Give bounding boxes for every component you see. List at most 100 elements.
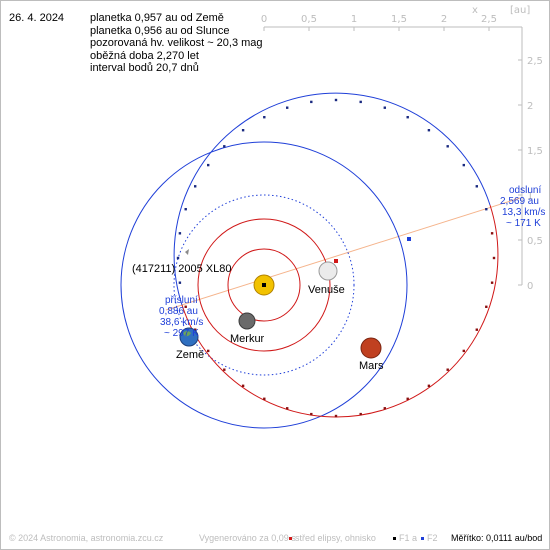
orbit-point bbox=[241, 384, 245, 387]
orbit-point bbox=[485, 208, 488, 211]
aphelion-title: odsluní bbox=[509, 185, 541, 196]
sun-focus-marker bbox=[262, 283, 266, 287]
mars: Mars bbox=[359, 337, 384, 372]
apsis-line bbox=[165, 197, 521, 311]
orbit-point bbox=[310, 100, 313, 104]
orbit-point bbox=[184, 305, 187, 308]
y-tick-label: 2 bbox=[527, 101, 533, 112]
orbit-point bbox=[359, 100, 362, 104]
earth-land bbox=[183, 331, 191, 337]
perihelion-distance: 0,886 au bbox=[159, 306, 198, 317]
x-tick-label: 0 bbox=[261, 14, 267, 25]
footer-legend-f2: F2 bbox=[421, 533, 438, 543]
info-orbital-period: oběžná doba 2,270 let bbox=[90, 49, 199, 62]
orbit-point bbox=[406, 397, 409, 400]
info-magnitude: pozorovaná hv. velikost ~ 20,3 mag bbox=[90, 37, 263, 49]
mercury-disc bbox=[238, 312, 256, 330]
mars-orbit bbox=[120, 141, 408, 429]
y-axis-ticks: 2,521,510,50 bbox=[518, 56, 543, 292]
orbit-point bbox=[427, 384, 431, 387]
mars-label: Mars bbox=[359, 360, 384, 372]
orbit-point bbox=[359, 412, 362, 416]
y-tick-label: 1,5 bbox=[527, 146, 543, 157]
info-panel: planetka 0,957 au od Země planetka 0,956… bbox=[90, 12, 263, 75]
orbit-point bbox=[176, 256, 180, 260]
orbit-point bbox=[184, 208, 187, 211]
orbit-point bbox=[207, 163, 210, 167]
mercury: Merkur bbox=[230, 312, 265, 345]
perihelion-title: přísluní bbox=[165, 295, 198, 306]
info-point-interval: interval bodů 20,7 dnů bbox=[90, 62, 199, 74]
orbit-point bbox=[492, 256, 496, 260]
asteroid-label: (417211) 2005 XL80 bbox=[132, 263, 232, 275]
x-tick-label: 2,5 bbox=[481, 14, 497, 25]
aphelion-speed: 13,3 km/s bbox=[502, 207, 545, 218]
sun bbox=[253, 274, 275, 296]
orbit-point bbox=[223, 368, 226, 371]
earth-orbit bbox=[173, 194, 355, 376]
perihelion-annotation: přísluní 0,886 au 38,6 km/s ~ 297 K bbox=[159, 295, 203, 339]
footer-scale: Měřítko: 0,0111 au/bod bbox=[451, 533, 543, 543]
venus-disc bbox=[318, 261, 338, 281]
orbit-point bbox=[446, 368, 449, 371]
orbit-point bbox=[475, 185, 478, 188]
legend-f1-swatch bbox=[393, 537, 396, 541]
perihelion-temperature: ~ 297 K bbox=[164, 328, 199, 339]
footer-legend-f1: F1 a bbox=[393, 533, 417, 543]
orbit-point bbox=[427, 129, 431, 132]
orbit-point bbox=[223, 145, 226, 148]
orbit-point bbox=[475, 328, 478, 331]
y-tick-label: 2,5 bbox=[527, 56, 543, 67]
orbit-point bbox=[310, 412, 313, 416]
aphelion-distance: 2,569 au bbox=[500, 196, 539, 207]
venus-label: Venuše bbox=[308, 284, 345, 296]
orbit-point bbox=[334, 98, 338, 102]
ellipse-center-marker bbox=[334, 259, 338, 263]
orbit-point bbox=[207, 349, 210, 353]
orbit-point bbox=[286, 106, 289, 109]
orbit-point bbox=[490, 232, 494, 235]
asteroid-marker bbox=[185, 249, 189, 255]
orbit-point bbox=[383, 106, 386, 109]
orbit-point bbox=[263, 116, 266, 119]
aphelion-temperature: ~ 171 K bbox=[506, 218, 541, 229]
aphelion-annotation: odsluní 2,569 au 13,3 km/s ~ 171 K bbox=[500, 185, 545, 229]
orbit-point bbox=[406, 116, 409, 119]
x-axis-label: x bbox=[472, 5, 478, 16]
orbit-point bbox=[490, 281, 494, 284]
earth-label: Země bbox=[176, 349, 204, 361]
orbit-point bbox=[485, 305, 488, 308]
mars-disc bbox=[360, 337, 382, 359]
mercury-label: Merkur bbox=[230, 333, 265, 345]
orbit-point bbox=[178, 281, 182, 284]
info-earth-distance: planetka 0,957 au od Země bbox=[90, 12, 224, 24]
footer-copyright: © 2024 Astronomia, astronomia.zcu.cz bbox=[9, 533, 164, 543]
orbit-point bbox=[286, 407, 289, 410]
legend-f2-swatch bbox=[421, 537, 424, 541]
asteroid-orbit-below bbox=[181, 204, 499, 418]
orbit-point bbox=[241, 129, 245, 132]
y-tick-label: 0,5 bbox=[527, 236, 543, 247]
venus: Venuše bbox=[308, 261, 345, 296]
footer-legend-center: střed elipsy, ohnisko bbox=[289, 533, 376, 543]
footer-generated: Vygenerováno za 0,09 s bbox=[199, 533, 296, 543]
mercury-orbit bbox=[227, 248, 301, 322]
orbit-point bbox=[462, 349, 465, 353]
legend-center-swatch bbox=[289, 537, 292, 541]
x-tick-label: 0,5 bbox=[301, 14, 317, 25]
orbit-point bbox=[383, 407, 386, 410]
x-tick-label: 2 bbox=[441, 14, 447, 25]
asteroid-orbit-points bbox=[176, 98, 496, 418]
asteroid: (417211) 2005 XL80 bbox=[132, 249, 232, 275]
unit-label: [au] bbox=[510, 5, 530, 16]
focus-f2-marker bbox=[407, 237, 411, 241]
orbit-point bbox=[194, 328, 197, 331]
y-tick-label: 1 bbox=[527, 191, 533, 202]
orbit-point bbox=[446, 145, 449, 148]
orbit-point bbox=[178, 232, 182, 235]
orbit-point bbox=[263, 397, 266, 400]
orbit-point bbox=[194, 185, 197, 188]
